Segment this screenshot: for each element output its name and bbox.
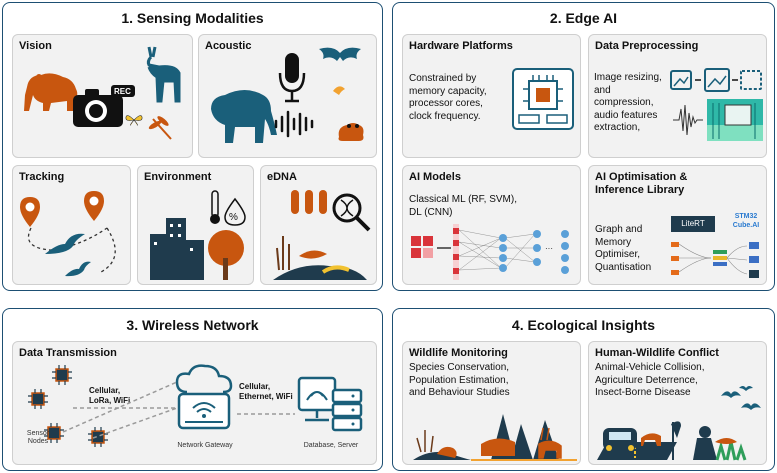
sensor-node-icon	[52, 365, 72, 385]
aquatic-life-icon	[273, 236, 367, 280]
panel-title: 1. Sensing Modalities	[121, 10, 264, 26]
location-pin-icon	[84, 191, 104, 221]
card-ai-optimisation: AI Optimisation & Inference Library Grap…	[588, 165, 767, 285]
thermometer-icon	[210, 190, 220, 224]
link-label-sensor-gateway: Cellular, LoRa, WiFi	[89, 386, 131, 405]
dashed-links	[62, 381, 178, 439]
card-human-wildlife-conflict: Human-Wildlife Conflict Animal-Vehicle C…	[588, 341, 767, 465]
card-ai-models: AI Models Classical ML (RF, SVM), DL (CN…	[402, 165, 581, 285]
card-title: Tracking	[19, 171, 65, 183]
sensor-node-icon	[88, 427, 108, 447]
svg-text:%: %	[229, 212, 238, 223]
elephant-icon	[211, 90, 277, 143]
sensor-node-icon	[28, 389, 48, 409]
test-tubes-icon	[291, 190, 327, 214]
panel-edge-ai: 2. Edge AI Hardware Platforms Constraine…	[392, 2, 775, 291]
sensor-nodes-label: Sensor Nodes	[26, 430, 50, 445]
dna-magnifier-icon	[332, 193, 371, 232]
image-resize-icons	[670, 68, 762, 92]
dragonfly-icon	[148, 116, 172, 140]
conflict-scene-icon	[597, 421, 747, 461]
card-title: AI Models	[409, 171, 461, 183]
card-environment: Environment %	[137, 165, 254, 285]
panel-sensing-modalities: 1. Sensing Modalities Vision REC Ac	[2, 2, 383, 291]
database-server-icon	[297, 376, 363, 432]
panel-title: 3. Wireless Network	[126, 317, 259, 333]
network-gateway-label: Network Gateway	[177, 442, 233, 449]
microphone-icon	[278, 53, 306, 103]
card-title: AI Optimisation & Inference Library	[595, 171, 688, 196]
location-pin-icon	[20, 197, 40, 227]
card-title: Data Transmission	[19, 347, 117, 359]
panel-title: 2. Edge AI	[549, 10, 618, 26]
camera-icon: REC	[73, 85, 135, 127]
card-acoustic: Acoustic	[198, 34, 377, 158]
city-buildings-icon	[150, 218, 204, 280]
models-description: Classical ML (RF, SVM), DL (CNN)	[409, 194, 517, 218]
card-hardware-platforms: Hardware Platforms Constrained by memory…	[402, 34, 581, 158]
neural-network-diagram: ···	[411, 224, 569, 280]
wildlife-scene-icon	[413, 414, 577, 461]
card-title: eDNA	[267, 171, 297, 183]
card-data-transmission: Data Transmission Sensor Nodes Cellular,…	[12, 341, 377, 465]
network-gateway-icon	[175, 364, 233, 430]
swallow-icon	[65, 261, 91, 277]
bat-icon	[319, 47, 361, 61]
card-title: Wildlife Monitoring	[409, 347, 508, 359]
rec-label: REC	[114, 87, 131, 96]
database-server-label: Database, Server	[303, 442, 359, 449]
bear-icon	[24, 73, 78, 111]
deer-icon	[146, 46, 181, 103]
optimisation-flow-graphic	[671, 242, 759, 278]
card-tracking: Tracking	[12, 165, 131, 285]
humidity-icon: %	[224, 197, 246, 226]
microcontroller-board-icon	[512, 68, 574, 130]
card-vision: Vision REC	[12, 34, 193, 158]
preprocessing-description: Image resizing, and compression, audio f…	[594, 72, 662, 133]
dashed-link-server	[237, 413, 295, 415]
panel-wireless-network: 3. Wireless Network Data Transmission Se…	[2, 308, 383, 471]
swallow-icon	[45, 233, 85, 254]
stm32-cubeai-logo: STM32 Cube.AI	[732, 213, 760, 229]
card-title: Human-Wildlife Conflict	[595, 347, 719, 359]
frog-icon	[338, 123, 364, 141]
link-label-gateway-server: Cellular, Ethernet, WiFi	[239, 382, 293, 401]
optimisation-description: Graph and Memory Optimiser, Quantisation	[595, 224, 652, 273]
card-title: Data Preprocessing	[595, 40, 699, 52]
litert-logo: LiteRT	[671, 216, 715, 232]
conflict-description: Animal-Vehicle Collision, Agriculture De…	[595, 362, 705, 398]
soundwave-icon	[274, 110, 314, 138]
bird-icon	[333, 86, 345, 95]
panel-title: 4. Ecological Insights	[511, 317, 656, 333]
card-title: Environment	[144, 171, 212, 183]
spectrogram-icon	[707, 99, 763, 141]
butterfly-icon	[125, 115, 143, 126]
audio-waveform-icon	[673, 104, 703, 136]
tree-icon	[208, 230, 244, 280]
sensor-node-icon	[44, 423, 64, 443]
wildlife-description: Species Conservation, Population Estimat…	[409, 362, 510, 398]
card-title: Hardware Platforms	[409, 40, 513, 52]
card-title: Vision	[19, 40, 52, 52]
birds-icon	[721, 386, 761, 410]
svg-text:···: ···	[545, 244, 553, 253]
panel-ecological-insights: 4. Ecological Insights Wildlife Monitori…	[392, 308, 775, 471]
card-title: Acoustic	[205, 40, 252, 52]
hardware-description: Constrained by memory capacity, processo…	[409, 73, 487, 122]
card-data-preprocessing: Data Preprocessing Image resizing, and c…	[588, 34, 767, 158]
card-wildlife-monitoring: Wildlife Monitoring Species Conservation…	[402, 341, 581, 465]
card-edna: eDNA	[260, 165, 377, 285]
